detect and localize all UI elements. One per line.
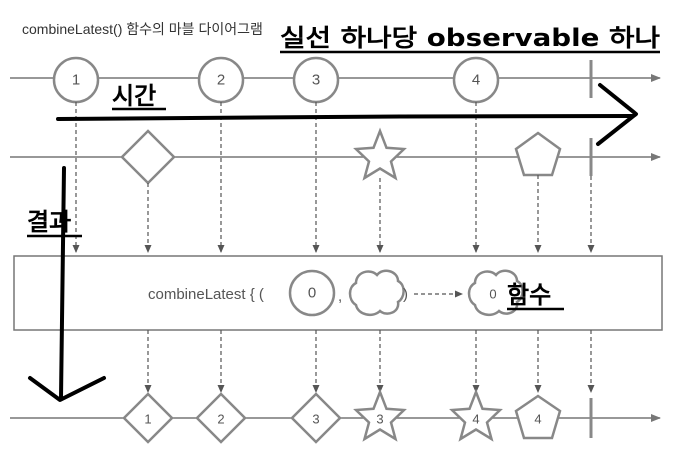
svg-text:3: 3 xyxy=(312,72,320,89)
time-annotation: 시간 xyxy=(112,82,156,110)
svg-text:4: 4 xyxy=(534,412,541,427)
svg-text:3: 3 xyxy=(312,412,319,427)
svg-text:3: 3 xyxy=(376,412,383,427)
function-annotation: 함수 xyxy=(507,281,551,309)
operator-arg-marble: 0 xyxy=(288,269,336,317)
time-arrow-head xyxy=(596,83,638,146)
time-arrow-shaft xyxy=(56,114,634,121)
stream2-diamond xyxy=(120,129,176,185)
stream2-star xyxy=(353,127,407,181)
svg-text:2: 2 xyxy=(217,412,224,427)
output-diamond-2: 2 xyxy=(195,392,247,444)
stream1-marble-1: 1 xyxy=(52,56,100,104)
diagram-title: combineLatest() 함수의 마블 다이어그램 xyxy=(22,21,263,37)
output-arrows xyxy=(144,330,595,393)
svg-text:1: 1 xyxy=(144,412,151,427)
stream1-marble-4: 4 xyxy=(452,56,500,104)
result-annotation: 결과 xyxy=(27,208,71,236)
operator-result-cloud: 0 xyxy=(467,269,524,317)
svg-text:1: 1 xyxy=(72,72,80,89)
result-arrow-head xyxy=(28,376,106,402)
output-star-4: 4 xyxy=(449,388,503,442)
svg-text:4: 4 xyxy=(472,412,479,427)
stream1-marble-3: 3 xyxy=(292,56,340,104)
output-diamond-1: 1 xyxy=(122,392,174,444)
input-arrows xyxy=(72,102,595,253)
svg-text:2: 2 xyxy=(217,72,225,89)
svg-text:0: 0 xyxy=(489,287,496,302)
svg-text:0: 0 xyxy=(308,285,316,302)
operator-cloud-icon xyxy=(348,269,405,317)
operator-label: combineLatest { ( xyxy=(148,286,264,303)
output-pentagon-4: 4 xyxy=(514,394,562,440)
svg-text:4: 4 xyxy=(472,72,480,89)
result-arrow-shaft xyxy=(59,166,66,400)
operator-comma: , xyxy=(338,288,342,305)
lines-annotation: 실선 하나당 observable 하나 xyxy=(280,24,660,52)
operator-box xyxy=(13,255,663,331)
stream1-marble-2: 2 xyxy=(197,56,245,104)
output-diamond-3: 3 xyxy=(290,392,342,444)
output-star-3: 3 xyxy=(353,388,407,442)
stream2-pentagon xyxy=(514,131,562,177)
operator-close-paren: ) xyxy=(403,286,408,303)
